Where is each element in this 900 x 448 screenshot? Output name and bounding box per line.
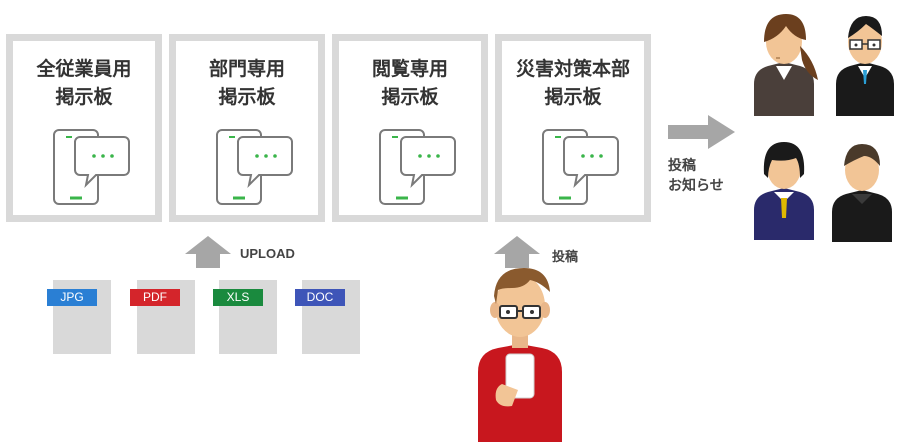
board-panel: 災害対策本部 掲示板: [502, 41, 644, 215]
board-disaster-hq[interactable]: 災害対策本部 掲示板: [495, 34, 651, 222]
notify-label: 投稿 お知らせ: [668, 158, 724, 194]
board-panel: 全従業員用 掲示板: [13, 41, 155, 215]
post-label: 投稿: [552, 250, 579, 265]
file-type-badge: PDF: [130, 289, 180, 306]
board-title: 閲覧専用 掲示板: [371, 58, 448, 108]
upload-label: UPLOAD: [240, 246, 295, 261]
arrow-up-icon: [185, 236, 231, 268]
board-title: 災害対策本部 掲示板: [515, 58, 630, 108]
recipient-man-icon: [832, 144, 892, 242]
board-title: 部門専用 掲示板: [208, 58, 285, 108]
recipient-woman-icon: [754, 14, 818, 116]
poster-person-icon: [478, 268, 562, 442]
arrow-up-icon: [494, 236, 540, 268]
smartphone-chat-icon: [53, 129, 130, 205]
smartphone-chat-icon: [216, 129, 293, 205]
board-title: 全従業員用 掲示板: [36, 58, 132, 108]
recipient-student-icon: [754, 142, 814, 240]
board-read-only[interactable]: 閲覧専用 掲示板: [332, 34, 488, 222]
smartphone-chat-icon: [379, 129, 456, 205]
board-panel: 閲覧専用 掲示板: [339, 41, 481, 215]
file-type-badge: JPG: [47, 289, 97, 306]
file-type-badge: XLS: [213, 289, 263, 306]
file-type-badge: DOC: [295, 289, 345, 306]
smartphone-chat-icon: [542, 129, 619, 205]
recipient-man-icon: [836, 16, 894, 116]
arrow-right-icon: [668, 115, 735, 149]
board-all-employees[interactable]: 全従業員用 掲示板: [6, 34, 162, 222]
board-department[interactable]: 部門専用 掲示板: [169, 34, 325, 222]
board-panel: 部門専用 掲示板: [176, 41, 318, 215]
